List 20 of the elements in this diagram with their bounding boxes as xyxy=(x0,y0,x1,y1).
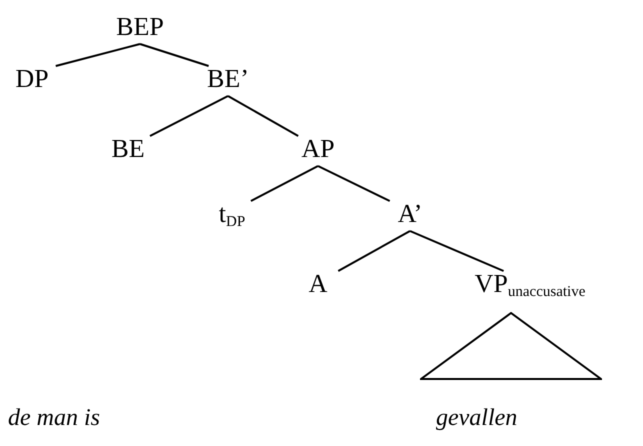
category-label: A xyxy=(308,269,328,299)
triangle-symbol xyxy=(420,312,602,380)
branch-line xyxy=(150,95,228,137)
branch-line xyxy=(228,95,299,137)
category-label: BE xyxy=(111,134,145,164)
category-label: BE’ xyxy=(207,64,249,94)
branch-line xyxy=(140,43,209,67)
branch-line xyxy=(250,165,318,202)
branch-line xyxy=(318,165,390,202)
branch-line xyxy=(410,230,504,272)
category-label: AP xyxy=(301,134,335,164)
category-label: A’ xyxy=(398,199,422,229)
branch-line xyxy=(56,43,140,67)
category-label: t$_{DP}$ xyxy=(218,199,246,229)
branch-line xyxy=(338,230,410,272)
category-label: VP$_{unaccusative}$ xyxy=(474,269,586,299)
category-label: BEP xyxy=(116,12,164,42)
category-label: DP xyxy=(15,64,49,94)
word-gloss: gevallen xyxy=(436,404,518,432)
word-gloss: de man is xyxy=(8,404,100,432)
